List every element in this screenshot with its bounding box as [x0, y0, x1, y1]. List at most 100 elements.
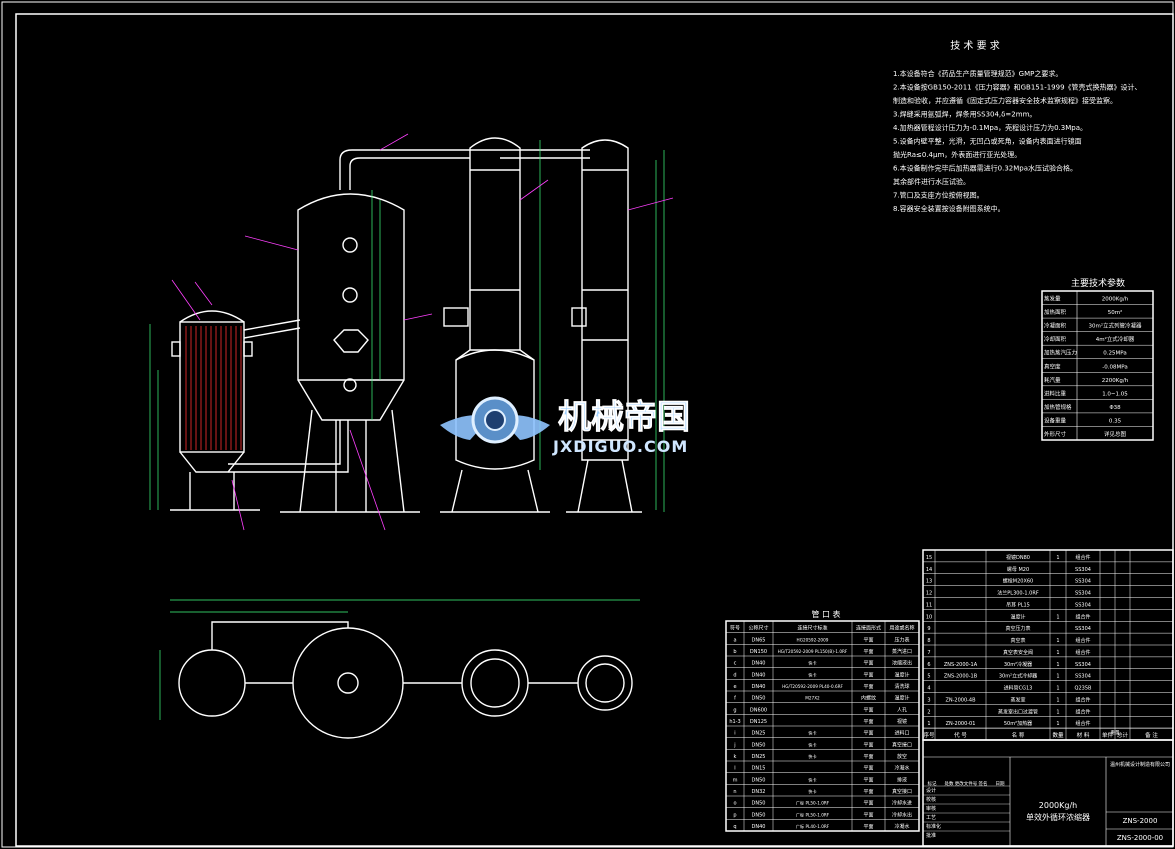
- condenser: [440, 137, 550, 513]
- nozzle-cell: 平面: [863, 742, 873, 748]
- nozzle-cell: 快卡: [808, 741, 816, 748]
- part-cell: 14: [926, 567, 932, 573]
- part-cell: 1: [1056, 638, 1059, 644]
- nozzle-cell: DN150: [750, 649, 767, 655]
- title-block-col: 签名: [979, 780, 988, 787]
- nozzle-cell: DN125: [750, 719, 767, 725]
- nozzle-cell: 蒸汽进口: [892, 648, 912, 655]
- nozzle-cell: 平面: [863, 661, 873, 667]
- title-block-row: 工艺: [926, 815, 936, 821]
- nozzle-cell: DN50: [752, 696, 766, 702]
- part-cell: 1: [1056, 697, 1059, 703]
- nozzle-cell: 冷却水出: [892, 811, 912, 818]
- nozzle-cell: 快卡: [808, 660, 816, 667]
- param-value: 30m²立式列管冷凝器: [1088, 322, 1142, 330]
- part-cell: 吊耳 PL15: [1006, 602, 1030, 608]
- pipe-return: [228, 420, 349, 473]
- inner-frame: [15, 13, 1174, 847]
- part-cell: ZN-2000-4B: [945, 697, 976, 703]
- part-cell: 组合件: [1075, 696, 1090, 703]
- nozzle-cell: 平面: [863, 684, 873, 690]
- title-sub: 单效外循环浓缩器: [1026, 812, 1090, 822]
- drawing-number: ZNS-2000-00: [1117, 834, 1163, 842]
- part-cell: 蒸发室: [1010, 696, 1025, 703]
- param-name: 设备重量: [1044, 416, 1067, 424]
- tech-requirements: 技 术 要 求 1.本设备符合《药品生产质量管理规范》GMP之要求。2.本设备按…: [893, 39, 1142, 213]
- nozzle-cell: DN50: [752, 742, 766, 748]
- param-name: 外形尺寸: [1044, 430, 1067, 438]
- nozzle-header: 符号: [730, 625, 740, 632]
- heater: [170, 310, 260, 511]
- nozzle-cell: 内螺纹: [861, 695, 876, 702]
- tech-requirement-line: 抛光Ra≤0.4μm，外表面进行亚光处理。: [893, 150, 1021, 159]
- drawing-number-2: ZNS-2000: [1123, 817, 1158, 825]
- nozzle-cell: 压力表: [894, 636, 909, 643]
- part-cell: 视镜DN80: [1006, 554, 1030, 561]
- part-cell: 30m²立式冷却器: [999, 673, 1037, 680]
- nozzle-cell: k: [734, 754, 737, 760]
- title-block-row: 设计: [926, 787, 936, 794]
- part-cell: 5: [927, 674, 930, 680]
- nozzle-cell: 放空: [897, 753, 907, 760]
- nozzle-header: 用途或名称: [889, 625, 914, 632]
- param-name: 耗汽量: [1044, 376, 1061, 384]
- part-cell: SS304: [1075, 602, 1091, 608]
- part-cell: 螺母 M20: [1007, 566, 1029, 573]
- nozzle-cell: DN65: [752, 637, 766, 643]
- nozzle-cell: c: [734, 661, 737, 667]
- part-cell: 法兰PL300-1.0RF: [997, 590, 1039, 597]
- part-cell: 进料管CG13: [1004, 685, 1033, 692]
- part-cell: 8: [927, 638, 930, 644]
- nozzle-cell: 快卡: [808, 671, 816, 678]
- nozzle-header: 公称尺寸: [748, 625, 768, 632]
- nozzle-cell: 快卡: [808, 753, 816, 760]
- nozzle-cell: HG/T20592-2009 PL40-0.6RF: [782, 684, 843, 689]
- part-cell: 组合件: [1075, 613, 1090, 620]
- part-cell: 1: [1056, 662, 1059, 668]
- parts-header: 材 料: [1077, 731, 1090, 739]
- watermark-cn: 机械帝国: [558, 397, 690, 436]
- nozzle-cell: 温度计: [894, 671, 909, 678]
- param-value: 详见总图: [1104, 430, 1127, 438]
- part-cell: SS304: [1075, 674, 1091, 680]
- nozzle-cell: q: [733, 824, 736, 830]
- title-block-col: 更改文件号: [955, 780, 978, 787]
- nozzle-cell: e: [733, 684, 736, 690]
- nozzle-cell: a: [733, 637, 736, 643]
- nozzle-cell: 真空接口: [892, 788, 912, 795]
- part-cell: SS304: [1075, 567, 1091, 573]
- nozzle-cell: 浓缩液出: [892, 660, 912, 667]
- nozzle-cell: 平面: [863, 754, 873, 760]
- title-block-col: 标记: [928, 780, 937, 787]
- nozzle-cell: 平面: [863, 637, 873, 643]
- nozzle-cell: 平面: [863, 719, 873, 725]
- weight-label: 重量: [1111, 729, 1120, 736]
- tech-requirements-lines: 1.本设备符合《药品生产质量管理规范》GMP之要求。2.本设备按GB150-20…: [893, 69, 1142, 213]
- part-cell: 1: [1056, 614, 1059, 620]
- nozzle-cell: DN40: [752, 661, 766, 667]
- plan-condenser: [461, 649, 529, 717]
- param-name: 加热管规格: [1044, 403, 1072, 411]
- nozzle-cell: DN600: [750, 707, 767, 713]
- nozzle-cell: M27X2: [805, 696, 820, 701]
- parts-header: 代 号: [954, 731, 967, 739]
- nozzle-cell: b: [733, 649, 736, 655]
- nozzle-cell: DN25: [752, 754, 766, 760]
- tech-requirement-line: 其余部件进行水压试验。: [893, 177, 970, 186]
- part-cell: 4: [927, 686, 930, 692]
- leader-lines: [171, 133, 674, 531]
- plan-view: [159, 599, 640, 739]
- nozzle-header: 连接尺寸标准: [797, 625, 827, 632]
- nozzle-cell: DN50: [752, 812, 766, 818]
- nozzle-cell: n: [733, 789, 736, 795]
- param-value: Φ38: [1109, 405, 1121, 411]
- part-cell: 1: [927, 721, 930, 727]
- nozzle-cell: 视镜: [897, 718, 907, 725]
- nozzle-cell: DN40: [752, 684, 766, 690]
- nozzle-cell: 冷却水进: [892, 800, 912, 807]
- title-block-row: 标准化: [926, 823, 941, 830]
- part-cell: 温度计: [1010, 613, 1025, 620]
- nozzle-cell: 快卡: [808, 730, 816, 737]
- nozzle-cell: 快卡: [808, 788, 816, 795]
